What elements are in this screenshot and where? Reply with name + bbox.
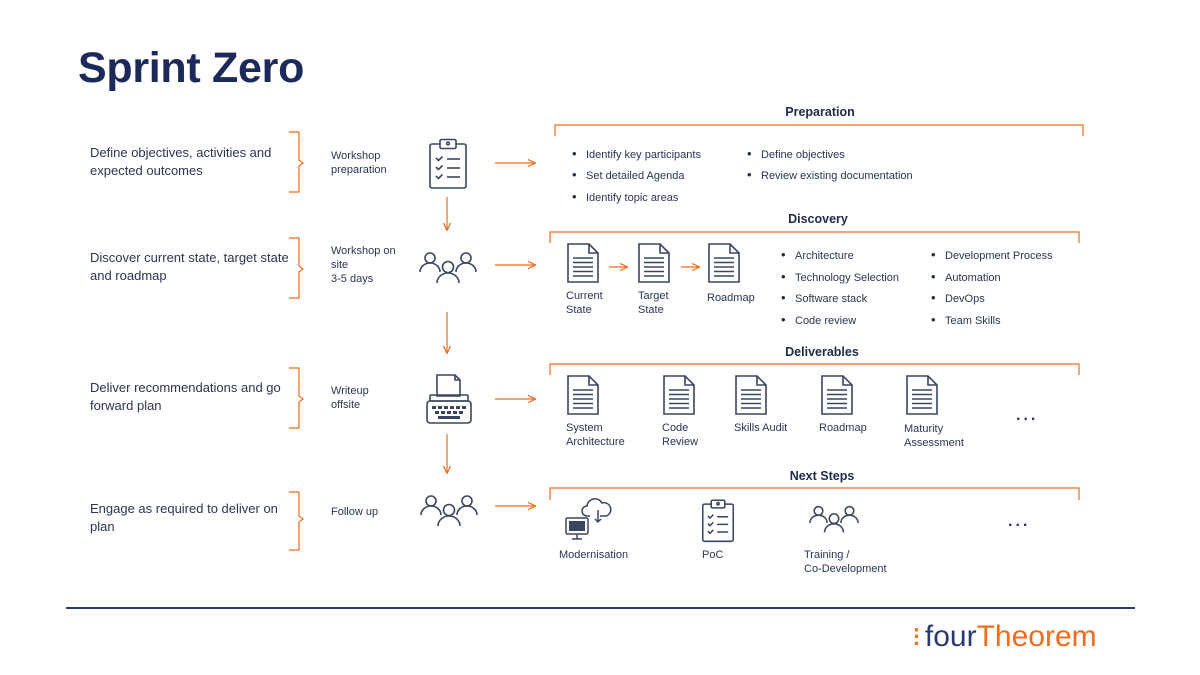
caption-line: Co-Development	[804, 563, 887, 575]
caption-line: Architecture	[566, 436, 625, 448]
row1-brace	[289, 131, 304, 193]
caption-line: PoC	[702, 549, 724, 561]
preparation-item: Identify topic areas	[572, 189, 678, 204]
discovery-doc-caption: Current State	[566, 289, 603, 317]
caption-line: State	[566, 304, 592, 316]
preparation-item: Review existing documentation	[747, 167, 913, 182]
page-title: Sprint Zero	[78, 44, 305, 92]
deliverables-bracket	[549, 363, 1080, 375]
row3-activity-line: offsite	[331, 399, 361, 411]
caption-line: Review	[662, 436, 699, 448]
document-icon	[663, 375, 695, 415]
next-steps-more: ...	[1008, 513, 1031, 530]
row1-activity-line: preparation	[331, 164, 387, 176]
document-icon	[638, 243, 670, 283]
row1-activity: Workshop preparation	[331, 149, 411, 177]
preparation-item: Define objectives	[747, 146, 845, 161]
row3-brace	[289, 367, 304, 429]
footer-divider	[66, 607, 1135, 609]
row2-activity-line: 3-5 days	[331, 273, 374, 285]
next-steps-bracket	[549, 487, 1080, 500]
document-icon	[708, 243, 740, 283]
caption-line: State	[638, 304, 664, 316]
discovery-item: Development Process	[931, 247, 1053, 262]
row2-description: Discover current state, target state and…	[90, 250, 289, 283]
deliverables-title: Deliverables	[785, 345, 859, 359]
team-icon	[420, 495, 478, 527]
document-icon	[821, 375, 853, 415]
preparation-item: Identify key participants	[572, 146, 701, 161]
caption-line: System	[566, 422, 603, 434]
brand-logo: ⁝fourTheorem	[912, 620, 1097, 654]
preparation-title: Preparation	[785, 105, 855, 119]
logo-text-four: four	[924, 620, 977, 653]
deliverable-caption: Roadmap	[819, 421, 867, 435]
cloud-sync-icon	[565, 498, 612, 540]
discovery-item: Automation	[931, 269, 1001, 284]
caption-line: Code	[662, 422, 689, 434]
next-step-caption: Modernisation	[559, 548, 628, 562]
document-icon	[567, 243, 599, 283]
row2-activity-line: site	[331, 259, 349, 271]
logo-mark-icon: ⁝	[912, 621, 921, 652]
row3-activity: Writeup offsite	[331, 384, 411, 412]
row4-brace	[289, 491, 304, 551]
caption-line: Skills Audit	[734, 422, 788, 434]
discovery-bracket	[549, 231, 1080, 243]
caption-line: Modernisation	[559, 549, 629, 561]
row4-description: Engage as required to deliver on plan	[90, 501, 278, 534]
discovery-item: Code review	[781, 312, 856, 327]
team-icon	[419, 252, 477, 284]
caption-line: Training /	[804, 549, 850, 561]
clipboard-icon	[702, 499, 734, 543]
discovery-item: DevOps	[931, 290, 985, 305]
deliverable-caption: Code Review	[662, 421, 698, 449]
row1-description: Define objectives, activities and expect…	[90, 145, 272, 178]
discovery-item: Architecture	[781, 247, 854, 262]
clipboard-icon	[429, 138, 467, 189]
row4-activity: Follow up	[331, 505, 411, 519]
deliverable-caption: Maturity Assessment	[904, 422, 964, 450]
caption-line: Roadmap	[819, 422, 867, 434]
caption-line: Current	[566, 290, 603, 302]
row3-description: Deliver recommendations and go forward p…	[90, 380, 281, 413]
next-step-caption: Training / Co-Development	[804, 548, 887, 576]
preparation-bracket	[554, 124, 1084, 136]
caption-line: Assessment	[904, 437, 964, 449]
next-steps-title: Next Steps	[789, 469, 855, 483]
row2-activity-line: Workshop on	[331, 245, 396, 257]
deliverable-caption: Skills Audit	[734, 421, 787, 435]
team-icon	[809, 505, 859, 533]
preparation-item: Set detailed Agenda	[572, 167, 684, 182]
caption-line: Roadmap	[707, 292, 755, 304]
document-icon	[567, 375, 599, 415]
typewriter-icon	[426, 374, 472, 424]
row1-activity-line: Workshop	[331, 150, 381, 162]
row2-activity: Workshop on site 3-5 days	[331, 244, 411, 286]
row2-brace	[289, 237, 304, 299]
discovery-item: Team Skills	[931, 312, 1001, 327]
discovery-doc-caption: Target State	[638, 289, 669, 317]
caption-line: Target	[638, 290, 669, 302]
row4-activity-line: Follow up	[331, 506, 379, 518]
document-icon	[735, 375, 767, 415]
deliverable-caption: System Architecture	[566, 421, 625, 449]
deliverables-more: ...	[1016, 407, 1039, 424]
next-step-caption: PoC	[702, 548, 723, 562]
document-icon	[906, 375, 938, 415]
logo-text-theorem: Theorem	[976, 620, 1097, 653]
caption-line: Maturity	[904, 423, 944, 435]
discovery-item: Technology Selection	[781, 269, 899, 284]
discovery-item: Software stack	[781, 290, 867, 305]
discovery-doc-caption: Roadmap	[707, 291, 755, 305]
discovery-title: Discovery	[788, 212, 848, 226]
row3-activity-line: Writeup	[331, 385, 369, 397]
